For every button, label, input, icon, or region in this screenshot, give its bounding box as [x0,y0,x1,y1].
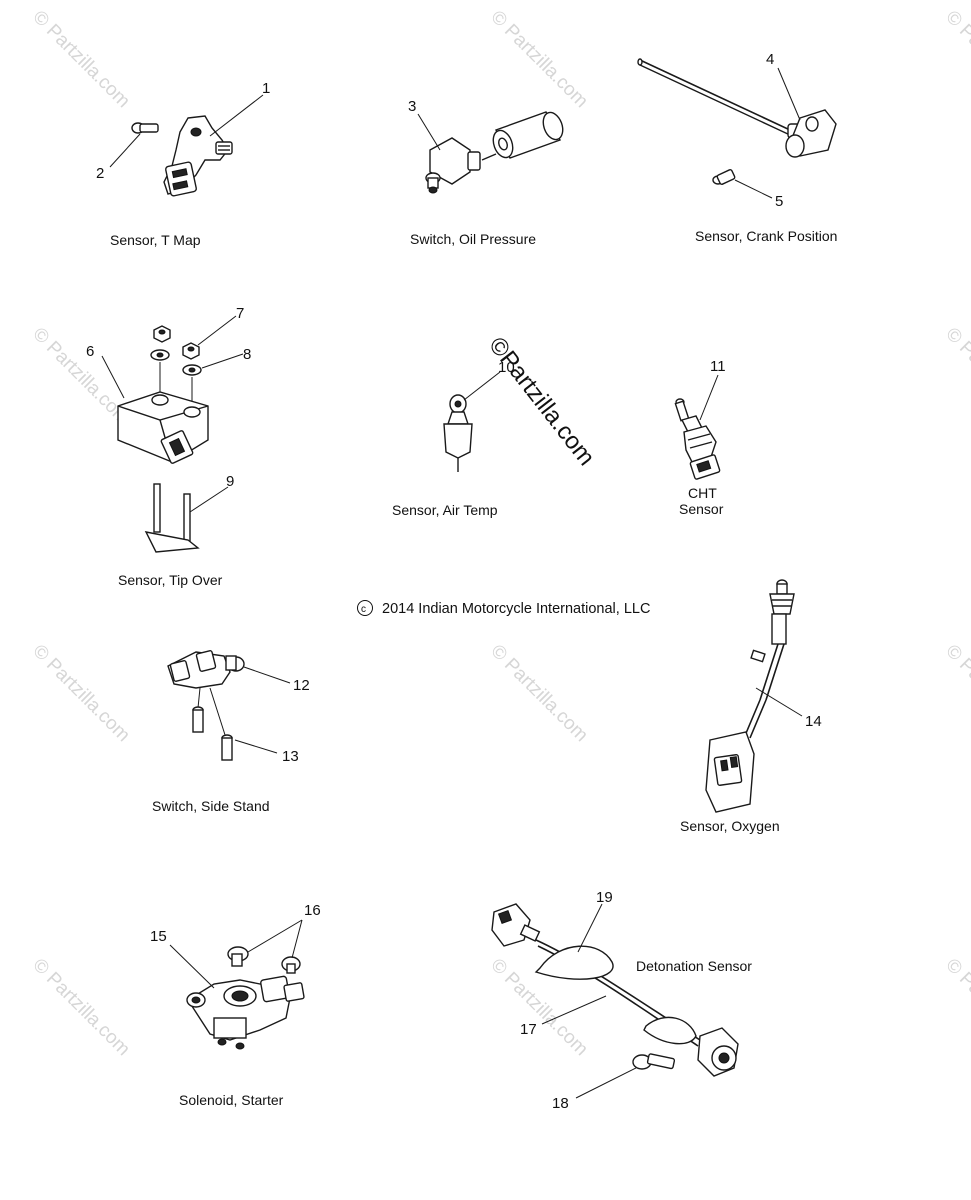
leader-2 [109,133,141,168]
leader-9 [189,486,229,513]
part-tip-over-sensor [117,325,209,553]
caption-tmap: Sensor, T Map [110,232,201,248]
caption-cht-line1: CHT [688,485,717,501]
callout-3: 3 [408,98,416,115]
leader-10 [463,371,501,401]
callout-6: 6 [86,343,94,360]
part-crank-position-sensor [637,58,837,185]
part-starter-solenoid [186,946,305,1050]
part-detonation-sensor [491,903,739,1077]
callout-2: 2 [96,165,104,182]
callout-15: 15 [150,928,167,945]
caption-oil-pressure: Switch, Oil Pressure [410,231,536,247]
copyright-text: 2014 Indian Motorcycle International, LL… [382,601,650,617]
copyright-line: c 2014 Indian Motorcycle International, … [357,600,650,617]
callout-18: 18 [552,1095,569,1112]
part-tmap-sensor [131,115,233,197]
leader-11 [699,374,719,421]
caption-detonation: Detonation Sensor [636,958,752,974]
callout-1: 1 [262,80,270,97]
callout-8: 8 [243,346,251,363]
part-air-temp-sensor [443,394,473,472]
watermark-center: ©Partzilla.com [483,332,600,471]
watermark-tile: © Partzilla.com [941,324,971,429]
caption-cht-line2: Sensor [679,501,724,517]
copyright-symbol-letter-icon: c [361,604,366,615]
watermark-tile: © Partzilla.com [941,7,971,112]
caption-crank-position: Sensor, Crank Position [695,228,837,244]
watermark-tile: © Partzilla.com [941,641,971,746]
callout-14: 14 [805,713,822,730]
callout-19: 19 [596,889,613,906]
callout-5: 5 [775,193,783,210]
copyright-symbol-icon [357,600,373,616]
watermark-tile: © Partzilla.com [486,641,591,746]
part-oxygen-sensor [705,579,795,813]
leader-5 [734,179,773,199]
leader-16b [291,919,303,959]
callout-11: 11 [710,358,726,375]
callout-16: 16 [304,902,321,919]
leader-18 [575,1067,637,1099]
leader-7 [197,315,237,346]
watermark-tile: © Partzilla.com [941,955,971,1060]
callout-17: 17 [520,1021,537,1038]
callout-12: 12 [293,677,310,694]
callout-9: 9 [226,473,234,490]
watermark-tile: © Partzilla.com [486,7,591,112]
leader-19 [577,903,603,953]
caption-oxygen: Sensor, Oxygen [680,818,780,834]
watermark-tile: © Partzilla.com [28,641,133,746]
leader-8 [201,353,244,369]
caption-side-stand: Switch, Side Stand [152,798,270,814]
part-oil-pressure-switch [425,111,564,194]
watermark-tile: © Partzilla.com [28,955,133,1060]
part-side-stand-switch [167,650,245,761]
callout-10: 10 [498,359,515,376]
callout-13: 13 [282,748,299,765]
watermark-tile: © Partzilla.com [28,7,133,112]
leader-3 [417,113,441,151]
leader-6 [101,355,125,399]
leader-17 [541,995,607,1025]
leader-12 [243,666,291,684]
leader-16a [247,919,303,953]
leader-14 [755,687,803,717]
leader-4 [777,67,801,121]
leader-1 [209,94,264,137]
callout-7: 7 [236,305,244,322]
caption-tip-over: Sensor, Tip Over [118,572,223,588]
leader-13 [234,739,278,754]
watermark-tiles: © Partzilla.com © Partzilla.com © Partzi… [28,7,971,1060]
part-cht-sensor [674,398,721,480]
caption-starter-solenoid: Solenoid, Starter [179,1092,284,1108]
leader-15 [169,944,215,989]
caption-air-temp: Sensor, Air Temp [392,502,498,518]
callout-4: 4 [766,51,774,68]
